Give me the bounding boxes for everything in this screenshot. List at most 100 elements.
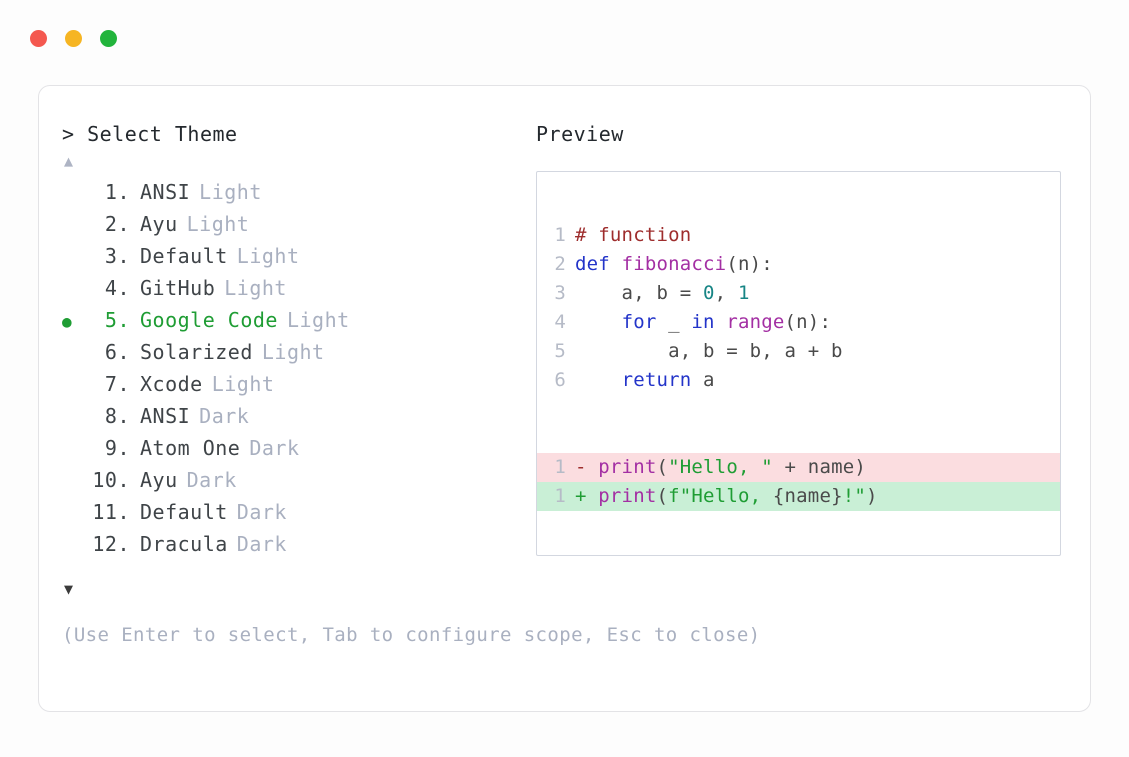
theme-list-item[interactable]: 9. Atom One Dark bbox=[62, 432, 532, 464]
theme-list-item[interactable]: 12. Dracula Dark bbox=[62, 528, 532, 560]
code-blank-line bbox=[537, 395, 1060, 424]
code-token-kw: for bbox=[621, 311, 657, 333]
line-number: 1 bbox=[554, 485, 566, 507]
theme-variant: Dark bbox=[236, 532, 287, 556]
code-token-plain: ( bbox=[656, 456, 669, 478]
code-source: # function bbox=[575, 221, 1060, 250]
theme-variant: Dark bbox=[186, 468, 237, 492]
theme-variant: Dark bbox=[249, 436, 300, 460]
theme-name: Solarized bbox=[140, 340, 253, 364]
code-source: a, b = 0, 1 bbox=[575, 279, 1060, 308]
code-blank-line bbox=[537, 424, 1060, 453]
code-token-plain: ) bbox=[866, 485, 878, 507]
code-line: 1# function bbox=[537, 221, 1060, 250]
code-line-added: 1 + print(f"Hello, {name}!") bbox=[537, 482, 1060, 511]
code-source: return a bbox=[575, 366, 1060, 395]
theme-index: 7. bbox=[104, 372, 130, 396]
code-token-plain bbox=[575, 311, 622, 333]
code-source: + print(f"Hello, {name}!") bbox=[575, 482, 1060, 511]
theme-index: 6. bbox=[104, 340, 130, 364]
minimize-window-button[interactable] bbox=[65, 30, 82, 47]
maximize-window-button[interactable] bbox=[100, 30, 117, 47]
code-token-str: !" bbox=[842, 485, 867, 507]
page-title: Select Theme bbox=[87, 122, 238, 146]
code-line: 5 a, b = b, a + b bbox=[537, 337, 1060, 366]
selected-bullet-icon: ● bbox=[62, 312, 73, 331]
scroll-up-icon[interactable]: ▲ bbox=[64, 152, 74, 170]
line-number: 4 bbox=[554, 311, 566, 333]
code-token-plain: (n): bbox=[726, 253, 773, 275]
theme-index: 12. bbox=[92, 532, 130, 556]
code-token-kw: return bbox=[621, 369, 692, 391]
code-line-removed: 1- print("Hello, " + name) bbox=[537, 453, 1060, 482]
code-token-num: 0 bbox=[703, 282, 715, 304]
theme-name: ANSI bbox=[140, 180, 191, 204]
prompt-header: > Select Theme bbox=[62, 120, 532, 148]
scroll-down-icon[interactable]: ▼ bbox=[64, 580, 74, 598]
code-token-str: "Hello, " bbox=[668, 456, 773, 478]
code-token-fn: range bbox=[726, 311, 785, 333]
theme-variant: Light bbox=[224, 276, 287, 300]
code-token-del: - bbox=[575, 456, 599, 478]
code-token-plain: + name) bbox=[772, 456, 867, 478]
theme-variant: Light bbox=[186, 212, 250, 236]
theme-variant: Light bbox=[286, 308, 350, 332]
code-line: 6 return a bbox=[537, 366, 1060, 395]
line-number: 6 bbox=[554, 369, 566, 391]
line-number: 2 bbox=[554, 253, 566, 275]
theme-name: ANSI bbox=[140, 404, 191, 428]
theme-list-item[interactable]: 4. GitHub Light bbox=[62, 272, 532, 304]
theme-index: 2. bbox=[104, 212, 130, 236]
theme-list-item[interactable]: 8. ANSI Dark bbox=[62, 400, 532, 432]
prompt-caret-icon: > bbox=[62, 122, 75, 146]
theme-index: 8. bbox=[104, 404, 130, 428]
preview-label: Preview bbox=[536, 122, 624, 146]
code-token-plain: ( bbox=[656, 485, 669, 507]
theme-name: GitHub bbox=[140, 276, 216, 300]
theme-variant: Dark bbox=[236, 500, 287, 524]
close-window-button[interactable] bbox=[30, 30, 47, 47]
code-token-plain: _ bbox=[656, 311, 692, 333]
code-token-add: + bbox=[575, 485, 599, 507]
theme-name: Default bbox=[140, 244, 228, 268]
code-token-fn: print bbox=[598, 485, 657, 507]
theme-variant: Dark bbox=[199, 404, 250, 428]
code-source: - print("Hello, " + name) bbox=[575, 453, 1060, 482]
theme-name: Atom One bbox=[140, 436, 241, 460]
theme-variant: Light bbox=[199, 180, 262, 204]
code-token-kw: in bbox=[691, 311, 715, 333]
theme-name: Ayu bbox=[140, 212, 178, 236]
theme-list-item[interactable]: 6. Solarized Light bbox=[62, 336, 532, 368]
code-line: 2 def fibonacci(n): bbox=[537, 250, 1060, 279]
theme-index: 9. bbox=[104, 436, 130, 460]
theme-index: 4. bbox=[104, 276, 130, 300]
theme-index: 1. bbox=[104, 180, 130, 204]
theme-name: Ayu bbox=[140, 468, 178, 492]
code-token-fn: print bbox=[598, 456, 657, 478]
theme-index: 5. bbox=[104, 308, 130, 332]
code-token-fn: fibonacci bbox=[621, 253, 727, 275]
keyboard-hint: (Use Enter to select, Tab to configure s… bbox=[62, 624, 761, 646]
theme-list-item[interactable]: 1. ANSI Light bbox=[62, 176, 532, 208]
code-token-plain: a, b = bbox=[575, 282, 704, 304]
code-token-str: f"Hello, bbox=[668, 485, 773, 507]
code-token-num: 1 bbox=[737, 282, 750, 304]
theme-variant: Light bbox=[236, 244, 300, 268]
code-token-kw: def bbox=[575, 253, 622, 275]
theme-name: Dracula bbox=[140, 532, 228, 556]
line-number: 5 bbox=[554, 340, 566, 362]
theme-variant: Light bbox=[261, 340, 325, 364]
theme-list-item[interactable]: 2. Ayu Light bbox=[62, 208, 532, 240]
code-token-plain bbox=[715, 311, 727, 333]
code-source: for _ in range(n): bbox=[575, 308, 1060, 337]
